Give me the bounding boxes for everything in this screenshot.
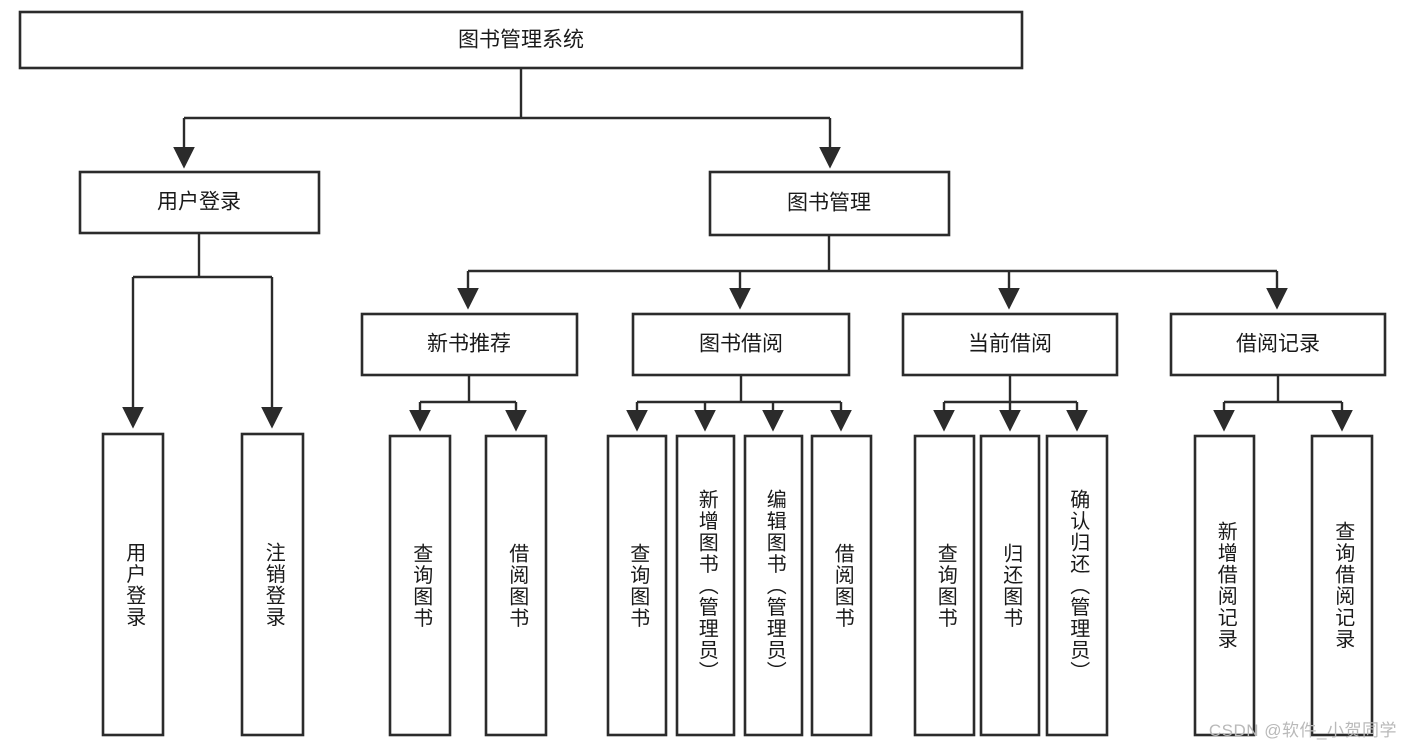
node-new-book-recommend-label: 新书推荐	[427, 333, 511, 356]
leaf-borrow-records-1-label: 新增借阅记录	[1214, 521, 1237, 650]
node-book-manage-label: 图书管理	[787, 192, 871, 215]
leaf-book-borrow-3[interactable]: 编辑图书（管理员）	[743, 434, 804, 737]
leaf-new-book-1-label: 查询图书	[409, 542, 432, 629]
leaf-user-login-2-label: 注销登录	[262, 541, 285, 628]
leaf-book-borrow-3-label: 编辑图书（管理员）	[763, 488, 786, 683]
node-new-book-recommend-box[interactable]	[360, 312, 579, 377]
leaf-current-borrow-3-label: 确认归还（管理员）	[1066, 488, 1089, 683]
leaf-current-borrow-3-box[interactable]	[1045, 434, 1109, 737]
leaf-user-login-1-label: 用户登录	[122, 541, 145, 628]
leaf-new-book-2-box[interactable]	[484, 434, 548, 737]
leaf-current-borrow-2-box[interactable]	[979, 434, 1041, 737]
leaf-borrow-records-1[interactable]: 新增借阅记录	[1193, 434, 1256, 737]
node-book-borrow-box[interactable]	[631, 312, 851, 377]
leaf-book-borrow-2-box[interactable]	[675, 434, 736, 737]
leaf-book-borrow-1[interactable]: 查询图书	[606, 434, 668, 737]
node-book-manage[interactable]: 图书管理	[708, 170, 951, 237]
leaf-user-login-2[interactable]: 注销登录	[240, 432, 305, 737]
leaf-new-book-1-box[interactable]	[388, 434, 452, 737]
leaf-book-borrow-2-label: 新增图书（管理员）	[695, 488, 718, 683]
node-current-borrow[interactable]: 当前借阅	[901, 312, 1119, 377]
leaf-new-book-2-label: 借阅图书	[505, 542, 528, 629]
leaf-book-borrow-4-box[interactable]	[810, 434, 873, 737]
leaf-current-borrow-2-label: 归还图书	[999, 542, 1022, 629]
leaf-borrow-records-1-box[interactable]	[1193, 434, 1256, 737]
leaf-book-borrow-4[interactable]: 借阅图书	[810, 434, 873, 737]
node-book-borrow[interactable]: 图书借阅	[631, 312, 851, 377]
leaf-current-borrow-1-label: 查询图书	[934, 542, 957, 629]
node-borrow-records[interactable]: 借阅记录	[1169, 312, 1387, 377]
leaf-borrow-records-2-label: 查询借阅记录	[1331, 521, 1354, 650]
edge-group-user-login	[122, 233, 283, 429]
leaf-book-borrow-1-label: 查询图书	[626, 542, 649, 629]
leaf-user-login-1[interactable]: 用户登录	[101, 432, 165, 737]
edge-group-new-book	[409, 375, 527, 432]
node-root-system[interactable]: 图书管理系统	[18, 10, 1024, 70]
leaf-user-login-2-box[interactable]	[240, 432, 305, 737]
edge-group-root	[173, 68, 841, 169]
edge-group-book-borrow	[626, 375, 852, 432]
leaf-current-borrow-1[interactable]: 查询图书	[913, 434, 976, 737]
leaf-borrow-records-2-box[interactable]	[1310, 434, 1374, 737]
edge-group-book-manage	[457, 236, 1288, 310]
node-user-login[interactable]: 用户登录	[78, 170, 321, 235]
leaf-book-borrow-2[interactable]: 新增图书（管理员）	[675, 434, 736, 737]
leaf-book-borrow-4-label: 借阅图书	[831, 542, 854, 629]
leaf-new-book-2[interactable]: 借阅图书	[484, 434, 548, 737]
node-new-book-recommend[interactable]: 新书推荐	[360, 312, 579, 377]
leaf-current-borrow-1-box[interactable]	[913, 434, 976, 737]
node-current-borrow-label: 当前借阅	[968, 333, 1052, 356]
node-current-borrow-box[interactable]	[901, 312, 1119, 377]
node-root-system-box[interactable]	[18, 10, 1024, 70]
node-user-login-label: 用户登录	[157, 191, 241, 214]
leaf-current-borrow-3[interactable]: 确认归还（管理员）	[1045, 434, 1109, 737]
node-root-system-label: 图书管理系统	[458, 29, 584, 52]
node-book-borrow-label: 图书借阅	[699, 333, 783, 356]
node-book-manage-box[interactable]	[708, 170, 951, 237]
node-user-login-box[interactable]	[78, 170, 321, 235]
leaf-current-borrow-2[interactable]: 归还图书	[979, 434, 1041, 737]
leaf-user-login-1-box[interactable]	[101, 432, 165, 737]
leaf-borrow-records-2[interactable]: 查询借阅记录	[1310, 434, 1374, 737]
leaf-book-borrow-3-box[interactable]	[743, 434, 804, 737]
leaf-book-borrow-1-box[interactable]	[606, 434, 668, 737]
node-borrow-records-label: 借阅记录	[1236, 333, 1320, 356]
node-borrow-records-box[interactable]	[1169, 312, 1387, 377]
leaf-new-book-1[interactable]: 查询图书	[388, 434, 452, 737]
edge-group-borrow-records	[1213, 375, 1353, 432]
edge-group-current-borrow	[933, 375, 1088, 432]
